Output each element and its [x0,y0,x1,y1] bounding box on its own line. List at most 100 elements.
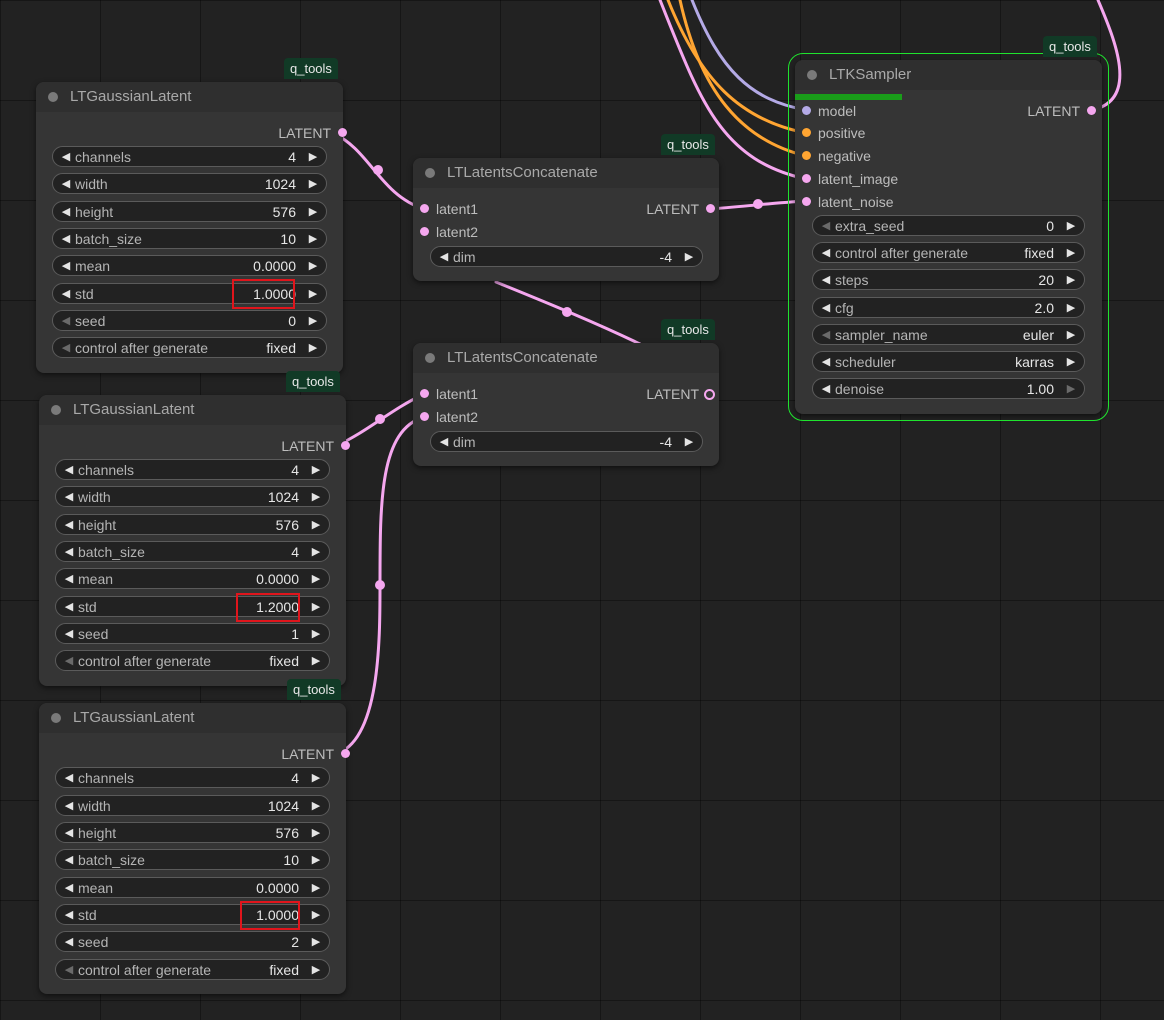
collapse-dot-icon[interactable] [51,713,61,723]
slot-dot-icon[interactable] [802,197,811,206]
increment-arrow-icon[interactable]: ▶ [1066,356,1076,368]
decrement-arrow-icon[interactable]: ◀ [821,220,831,232]
decrement-arrow-icon[interactable]: ◀ [821,274,831,286]
increment-arrow-icon[interactable]: ▶ [1066,247,1076,259]
decrement-arrow-icon[interactable]: ◀ [64,464,74,476]
slot-dot-icon[interactable] [802,128,811,137]
decrement-arrow-icon[interactable]: ◀ [61,151,71,163]
decrement-arrow-icon[interactable]: ◀ [64,519,74,531]
slot-dot-icon[interactable] [341,749,350,758]
slot-dot-icon[interactable] [420,227,429,236]
ltk-sampler-node[interactable]: LTKSampler model positive negative laten… [788,53,1109,421]
increment-arrow-icon[interactable]: ▶ [311,909,321,921]
increment-arrow-icon[interactable]: ▶ [308,233,318,245]
decrement-arrow-icon[interactable]: ◀ [61,178,71,190]
decrement-arrow-icon[interactable]: ◀ [64,827,74,839]
slot-dot-icon[interactable] [706,204,715,213]
increment-arrow-icon[interactable]: ▶ [311,464,321,476]
collapse-dot-icon[interactable] [807,70,817,80]
decrement-arrow-icon[interactable]: ◀ [64,909,74,921]
increment-arrow-icon[interactable]: ▶ [684,251,694,263]
decrement-arrow-icon[interactable]: ◀ [821,329,831,341]
output-slot-latent[interactable]: LATENT [561,385,715,403]
node-title-bar[interactable]: LTLatentsConcatenate [413,343,719,373]
slot-dot-icon[interactable] [420,412,429,421]
increment-arrow-icon[interactable]: ▶ [311,655,321,667]
increment-arrow-icon[interactable]: ▶ [311,628,321,640]
increment-arrow-icon[interactable]: ▶ [308,178,318,190]
increment-arrow-icon[interactable]: ▶ [308,151,318,163]
decrement-arrow-icon[interactable]: ◀ [439,251,449,263]
output-slot-latent[interactable]: LATENT [143,124,347,142]
increment-arrow-icon[interactable]: ▶ [308,288,318,300]
increment-arrow-icon[interactable]: ▶ [1066,274,1076,286]
increment-arrow-icon[interactable]: ▶ [308,206,318,218]
collapse-dot-icon[interactable] [425,168,435,178]
increment-arrow-icon[interactable]: ▶ [311,827,321,839]
decrement-arrow-icon[interactable]: ◀ [61,260,71,272]
collapse-dot-icon[interactable] [425,353,435,363]
widget-dim[interactable]: ◀dim-4▶ [430,431,703,452]
decrement-arrow-icon[interactable]: ◀ [61,206,71,218]
decrement-arrow-icon[interactable]: ◀ [439,436,449,448]
collapse-dot-icon[interactable] [51,405,61,415]
input-slot-model[interactable]: model [802,102,946,120]
slot-dot-icon[interactable] [802,174,811,183]
node-title-bar[interactable]: LTGaussianLatent [36,82,343,112]
slot-dot-icon[interactable] [802,151,811,160]
slot-dot-icon[interactable] [420,389,429,398]
decrement-arrow-icon[interactable]: ◀ [64,655,74,667]
increment-arrow-icon[interactable]: ▶ [311,519,321,531]
increment-arrow-icon[interactable]: ▶ [311,573,321,585]
widget-dim[interactable]: ◀dim-4▶ [430,246,703,267]
decrement-arrow-icon[interactable]: ◀ [64,491,74,503]
decrement-arrow-icon[interactable]: ◀ [821,247,831,259]
input-slot-latent-image[interactable]: latent_image [802,170,946,188]
increment-arrow-icon[interactable]: ▶ [308,260,318,272]
slot-dot-icon[interactable] [341,441,350,450]
decrement-arrow-icon[interactable]: ◀ [64,800,74,812]
increment-arrow-icon[interactable]: ▶ [684,436,694,448]
decrement-arrow-icon[interactable]: ◀ [64,772,74,784]
latents-concatenate-node-1[interactable]: LTLatentsConcatenate latent1 latent2 LAT… [413,158,719,281]
increment-arrow-icon[interactable]: ▶ [311,964,321,976]
input-slot-positive[interactable]: positive [802,124,946,142]
output-slot-latent[interactable]: LATENT [561,200,715,218]
decrement-arrow-icon[interactable]: ◀ [64,964,74,976]
input-slot-latent-noise[interactable]: latent_noise [802,193,946,211]
increment-arrow-icon[interactable]: ▶ [311,936,321,948]
slot-dot-icon[interactable] [802,106,811,115]
decrement-arrow-icon[interactable]: ◀ [61,315,71,327]
decrement-arrow-icon[interactable]: ◀ [64,936,74,948]
input-slot-latent1[interactable]: latent1 [420,385,544,403]
slot-dot-icon[interactable] [704,389,715,400]
increment-arrow-icon[interactable]: ▶ [1066,329,1076,341]
node-title-bar[interactable]: LTGaussianLatent [39,703,346,733]
output-slot-latent[interactable]: LATENT [146,745,350,763]
decrement-arrow-icon[interactable]: ◀ [821,302,831,314]
decrement-arrow-icon[interactable]: ◀ [61,233,71,245]
